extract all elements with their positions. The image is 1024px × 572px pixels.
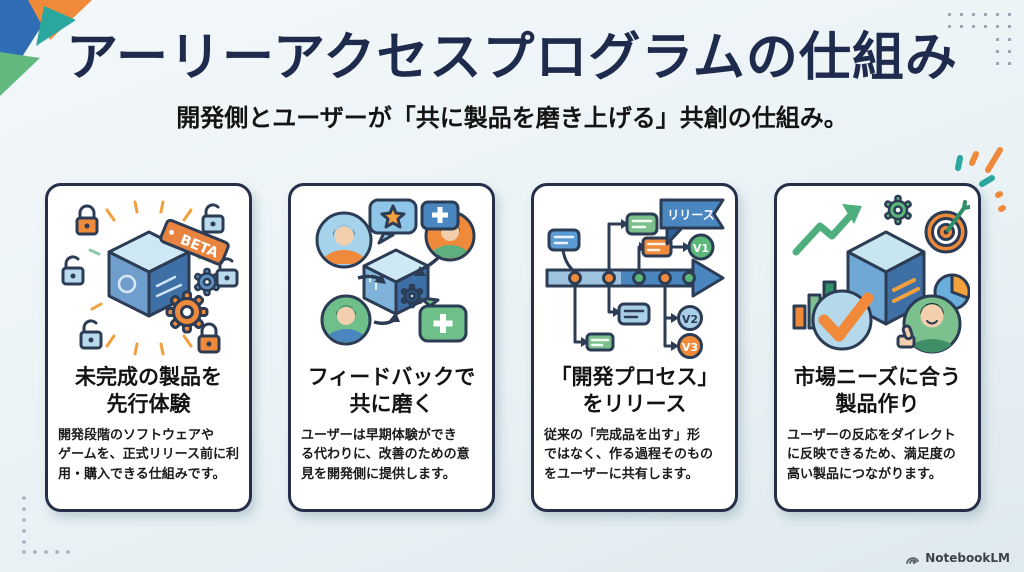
svg-text:V1: V1 [692,242,708,255]
beta-ribbon-icon: BETA [158,218,230,266]
card-feedback: フィードバックで共に磨く ユーザーは早期体験ができ る代わりに、改善のための意 … [288,183,495,512]
gear-icon [883,194,912,226]
card-market-fit: 市場ニーズに合う製品作り ユーザーの反応をダイレクト に反映できるため、満足度の… [774,183,981,512]
thumbs-up-icon [896,324,915,349]
card-body: ユーザーの反応をダイレクト に反映できるため、満足度の 高い製品につながります。 [787,427,956,483]
note-icon [641,236,672,258]
card-body: 開発段階のソフトウェアや ゲームを、正式リリース前に利 用・購入できる仕組みです… [58,427,239,483]
release-timeline-icon: リリース V1 V2 V3 [543,192,727,362]
card-title: 市場ニーズに合う製品作り [794,365,961,417]
closed-lock-icon [197,322,220,354]
dot-grid-top-right-decoration [948,13,1011,65]
svg-text:V3: V3 [681,341,697,354]
happy-user-icon [896,294,961,354]
market-fit-product-icon [786,192,970,362]
closed-lock-icon [75,204,98,236]
dot-grid-bottom-left-decoration [22,496,70,554]
card-title: フィードバックで共に磨く [307,365,476,417]
svg-text:V2: V2 [681,313,697,326]
note-icon [617,302,650,326]
check-icon [811,289,873,351]
avatar-icon [320,294,371,346]
avatar-icon [315,211,372,269]
open-lock-icon [215,257,238,288]
note-icon [547,228,580,252]
svg-text:リリース: リリース [667,208,714,222]
sparkle-burst-decoration [955,147,1006,212]
cube-icon [846,230,925,326]
target-icon [924,200,970,254]
card-title: 「開発プロセス」をリリース [550,365,719,417]
release-banner-icon: リリース [659,198,724,246]
user-feedback-loop-icon [300,192,484,362]
card-early-access: BETA [45,183,252,512]
cards-row: BETA [45,183,981,512]
note-icon [625,212,658,236]
card-title: 未完成の製品を先行体験 [75,365,222,417]
brand-name: NotebookLM [925,551,1010,565]
corner-triangles-decoration [0,0,92,96]
card-release-process: リリース V1 V2 V3 「開発プロセス」をリリース 従来の「完成品を出す」形… [531,183,738,512]
open-lock-icon [201,203,224,234]
open-lock-icon [61,255,84,286]
small-gear-icon [400,283,423,309]
beta-product-locks-icon: BETA [57,192,241,362]
open-lock-icon [79,319,102,350]
notebooklm-logo-icon [906,556,920,564]
note-icon [585,332,614,352]
gear-icon [165,290,208,334]
star-bubble-icon [368,198,417,245]
plus-bubble-icon [420,200,459,231]
card-body: 従来の「完成品を出す」形 ではなく、作る過程そのもの をユーザーに共有します。 [544,427,714,483]
v2-badge: V2 [676,305,703,331]
page-subtitle: 開発側とユーザーが「共に製品を磨き上げる」共創の仕組み。 [176,104,848,132]
cube-icon [362,248,429,316]
page-title: アーリーアクセスプログラムの仕組み [66,28,958,88]
v3-badge: V3 [676,333,703,359]
v1-badge: V1 [687,233,714,261]
plus-bubble-icon [418,296,467,343]
growth-arrow-icon [792,204,862,256]
brand-watermark: NotebookLM [905,551,1010,565]
card-body: ユーザーは早期体験ができ る代わりに、改善のための意 見を開発側に提供します。 [301,427,470,483]
